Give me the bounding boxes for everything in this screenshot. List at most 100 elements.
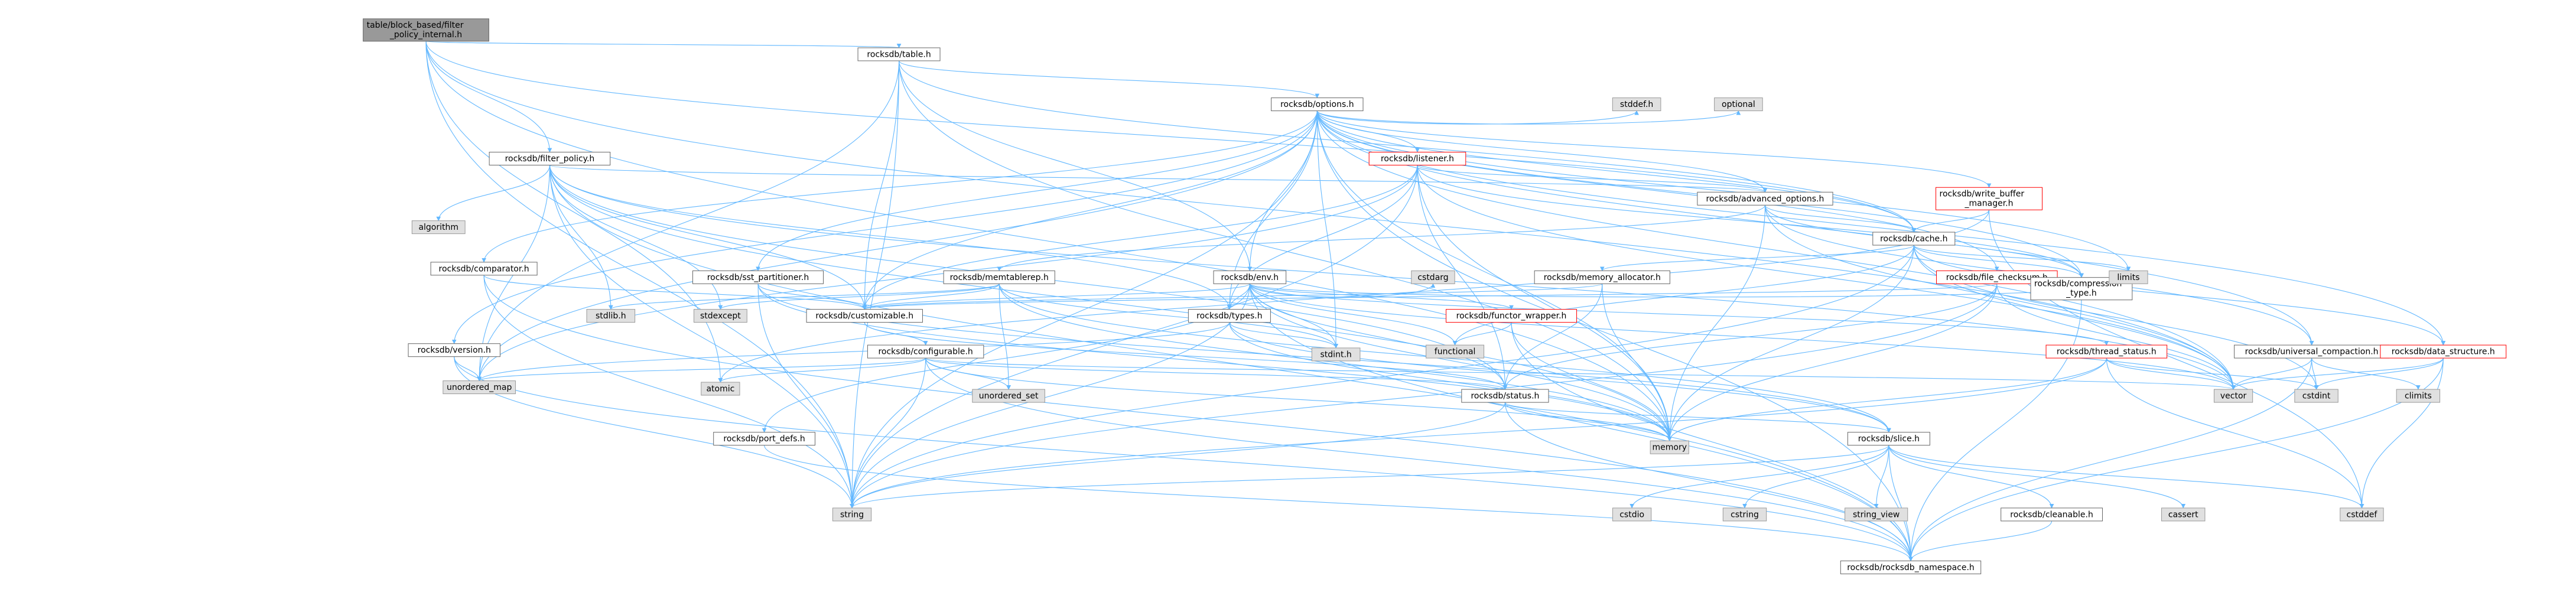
edge-root-to-cache — [425, 41, 1917, 233]
edge-memtablerep-to-stdint_h — [998, 284, 1338, 349]
edge-file_checksum-to-memory — [1667, 284, 1998, 441]
node-box — [408, 343, 500, 357]
node-customizable[interactable]: rocksdb/customizable.h — [806, 309, 923, 323]
edge-slice-to-string — [850, 445, 1889, 509]
edge-data_structure-to-vector — [2231, 357, 2444, 390]
node-stddef-h: stddef.h — [1612, 97, 1661, 112]
edge-slice-to-cstddef — [1888, 445, 2364, 509]
node-port-defs[interactable]: rocksdb/port_defs.h — [713, 432, 816, 446]
node-label: _manager.h — [1964, 198, 2014, 208]
node-box — [2294, 389, 2338, 403]
node-optional: optional — [1714, 97, 1763, 112]
node-label: rocksdb/listener.h — [1381, 154, 1454, 164]
edge-filter_policy-to-customizable — [549, 165, 867, 310]
node-env[interactable]: rocksdb/env.h — [1213, 270, 1287, 284]
node-unordered-map: unordered_map — [443, 380, 516, 395]
node-label: rocksdb/types.h — [1196, 311, 1263, 321]
node-cleanable[interactable]: rocksdb/cleanable.h — [2001, 507, 2103, 522]
edge-version-to-namespace — [454, 356, 1913, 562]
node-slice[interactable]: rocksdb/slice.h — [1847, 432, 1930, 446]
edge-write_buffer_manager-to-cstddef — [1988, 210, 2364, 509]
edge-types-to-stdint_h — [1229, 322, 1338, 349]
edge-cache-to-data_structure — [1913, 245, 2446, 346]
edge-comparator-to-customizable — [483, 275, 867, 310]
node-label: cstdio — [1619, 510, 1644, 519]
edge-configurable-to-status — [925, 357, 1508, 390]
node-label: rocksdb/version.h — [418, 346, 491, 355]
node-functor-wrapper[interactable]: rocksdb/functor_wrapper.h — [1446, 309, 1578, 323]
node-file-checksum[interactable]: rocksdb/file_checksum.h — [1936, 270, 2058, 284]
node-filter-policy[interactable]: rocksdb/filter_policy.h — [489, 152, 611, 166]
node-label: stdlib.h — [596, 311, 626, 321]
node-box — [1714, 97, 1763, 112]
node-label: table/block_based/filter — [367, 21, 464, 30]
node-memory-allocator[interactable]: rocksdb/memory_allocator.h — [1534, 270, 1670, 284]
node-configurable[interactable]: rocksdb/configurable.h — [867, 344, 984, 359]
edge-thread_status-to-memory — [1667, 358, 2107, 441]
node-label: rocksdb/functor_wrapper.h — [1456, 311, 1567, 321]
node-label: memory — [1653, 443, 1687, 453]
node-box — [2161, 507, 2206, 522]
edge-options-to-vector — [1316, 110, 2236, 390]
node-namespace[interactable]: rocksdb/rocksdb_namespace.h — [1840, 560, 1982, 574]
node-types[interactable]: rocksdb/types.h — [1188, 309, 1271, 323]
node-compression-type[interactable]: rocksdb/compression_type.h — [2030, 277, 2133, 301]
node-box — [2396, 389, 2441, 403]
edge-slice-to-cstdio — [1629, 445, 1889, 509]
edge-options-to-stdint_h — [1316, 110, 1338, 349]
node-write-buffer-manager[interactable]: rocksdb/write_buffer_manager.h — [1936, 187, 2043, 210]
node-label: unordered_set — [979, 392, 1039, 401]
node-memtablerep[interactable]: rocksdb/memtablerep.h — [943, 270, 1055, 284]
edge-memory_allocator-to-status — [1502, 284, 1603, 390]
node-universal-compaction[interactable]: rocksdb/universal_compaction.h — [2234, 344, 2390, 359]
node-cache[interactable]: rocksdb/cache.h — [1872, 232, 1956, 246]
node-box — [1936, 187, 2043, 210]
node-label: rocksdb/memtablerep.h — [950, 273, 1049, 282]
node-string: string — [832, 507, 872, 522]
node-version[interactable]: rocksdb/version.h — [408, 343, 500, 357]
node-label: algorithm — [418, 223, 458, 232]
node-label: vector — [2220, 392, 2247, 401]
node-box — [1213, 270, 1287, 284]
node-cstddef: cstddef — [2340, 507, 2384, 522]
edge-listener-to-vector — [1417, 165, 2236, 390]
node-listener[interactable]: rocksdb/listener.h — [1368, 152, 1466, 166]
edge-root-to-filter_policy — [425, 41, 552, 153]
node-functional: functional — [1426, 344, 1485, 359]
edge-file_checksum-to-customizable — [863, 283, 1998, 310]
node-cstdio: cstdio — [1612, 507, 1652, 522]
node-label: limits — [2117, 273, 2139, 282]
node-box — [1368, 152, 1466, 166]
node-label: rocksdb/port_defs.h — [723, 434, 805, 444]
node-data-structure[interactable]: rocksdb/data_structure.h — [2380, 344, 2507, 359]
node-table[interactable]: rocksdb/table.h — [857, 47, 941, 61]
node-box — [1845, 507, 1908, 522]
edge-cache-to-memory — [1667, 245, 1914, 441]
edge-memtablerep-to-customizable — [862, 284, 1000, 310]
node-box — [1411, 270, 1455, 284]
edge-status-to-memory — [1504, 402, 1672, 441]
node-sst-partitioner[interactable]: rocksdb/sst_partitioner.h — [692, 270, 824, 284]
node-advanced-options[interactable]: rocksdb/advanced_options.h — [1697, 191, 1833, 206]
edge-file_checksum-to-vector — [1996, 284, 2236, 390]
edge-configurable-to-unordered_set — [925, 357, 1011, 390]
node-status[interactable]: rocksdb/status.h — [1461, 389, 1549, 403]
edge-env-to-cstdarg — [1249, 283, 1436, 298]
node-comparator[interactable]: rocksdb/comparator.h — [430, 262, 538, 276]
node-options[interactable]: rocksdb/options.h — [1271, 97, 1364, 112]
node-layer: table/block_based/filter_policy_internal… — [363, 18, 2507, 574]
edge-filter_policy-to-vector — [549, 165, 2236, 390]
node-box — [363, 18, 489, 42]
edge-advanced_options-to-memtablerep — [997, 205, 1766, 272]
edge-slice-to-string_view — [1874, 445, 1889, 509]
node-label: cstdint — [2302, 392, 2331, 401]
edge-filter_policy-to-algorithm — [436, 165, 550, 222]
edge-env-to-customizable — [862, 283, 1250, 310]
node-box — [1650, 440, 1689, 454]
edge-options-to-optional — [1316, 110, 1741, 125]
node-label: rocksdb/write_buffer — [1940, 189, 2025, 198]
node-thread-status[interactable]: rocksdb/thread_status.h — [2045, 344, 2168, 359]
node-box — [806, 309, 923, 323]
edge-thread_status-to-vector — [2106, 357, 2236, 390]
edge-table-to-memory — [899, 60, 1672, 441]
